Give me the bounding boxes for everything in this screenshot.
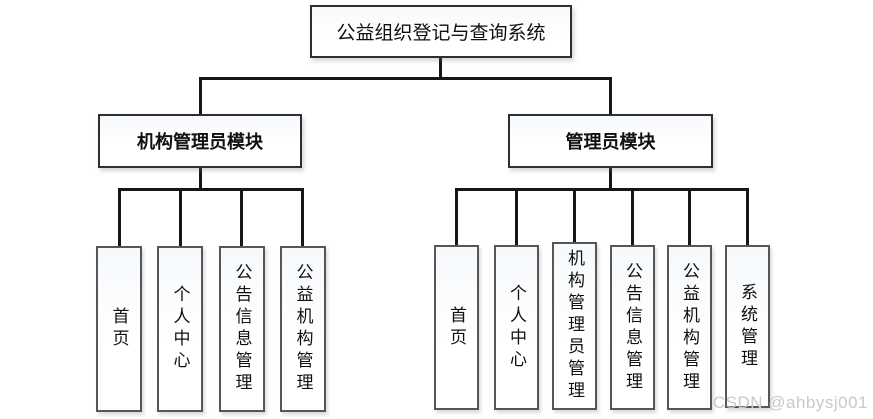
leaf-node-label: 个人中心 (170, 285, 190, 373)
leaf-node-label: 公益机构管理 (293, 263, 313, 395)
leaf-node-label: 公益机构管理 (680, 261, 699, 394)
module-node-admin: 管理员模块 (508, 114, 713, 168)
connector-left-leaf-drop (118, 188, 121, 247)
leaf-node-personal-center-admin: 个人中心 (494, 245, 539, 410)
csdn-watermark: CSDN @ahbysj001 (712, 393, 868, 412)
leaf-node-label: 机构管理员管理 (565, 249, 584, 403)
module-node-org-admin: 机构管理员模块 (98, 114, 302, 168)
connector-left-stem (199, 167, 202, 190)
leaf-node-label: 个人中心 (507, 283, 526, 372)
leaf-node-org-admin-mgmt: 机构管理员管理 (552, 242, 597, 410)
leaf-node-announcement-mgmt-admin: 公告信息管理 (610, 245, 655, 410)
connector-right-module-drop (609, 77, 612, 115)
connector-right-leaf-drop (746, 188, 749, 246)
module-node-org-admin-label: 机构管理员模块 (137, 132, 263, 152)
connector-right-hline (455, 188, 749, 191)
root-node-label: 公益组织登记与查询系统 (336, 23, 546, 44)
connector-right-leaf-drop (631, 188, 634, 246)
leaf-node-system-mgmt: 系统管理 (725, 245, 770, 408)
connector-right-leaf-drop (688, 188, 691, 246)
leaf-node-label: 首页 (447, 305, 466, 350)
root-node: 公益组织登记与查询系统 (310, 5, 572, 58)
connector-left-leaf-drop (301, 188, 304, 247)
connector-left-leaf-drop (240, 188, 243, 247)
connector-right-leaf-drop (573, 188, 576, 243)
leaf-node-label: 系统管理 (738, 282, 757, 371)
leaf-node-home-org: 首页 (96, 246, 142, 412)
connector-right-leaf-drop (455, 188, 458, 246)
leaf-node-charity-org-mgmt-org: 公益机构管理 (280, 246, 326, 412)
leaf-node-personal-center-org: 个人中心 (157, 246, 203, 412)
connector-root-drop (439, 57, 442, 79)
connector-left-module-drop (199, 77, 202, 115)
module-node-admin-label: 管理员模块 (565, 132, 656, 152)
connector-right-leaf-drop (515, 188, 518, 246)
leaf-node-label: 公告信息管理 (623, 261, 642, 394)
connector-level2-hline (199, 77, 612, 80)
leaf-node-label: 首页 (109, 307, 129, 351)
connector-left-hline (118, 188, 304, 191)
leaf-node-announcement-mgmt-org: 公告信息管理 (219, 246, 265, 412)
leaf-node-home-admin: 首页 (434, 245, 479, 410)
connector-right-stem (609, 167, 612, 190)
connector-left-leaf-drop (179, 188, 182, 247)
leaf-node-label: 公告信息管理 (232, 263, 252, 395)
leaf-node-charity-org-mgmt-admin: 公益机构管理 (667, 245, 712, 410)
